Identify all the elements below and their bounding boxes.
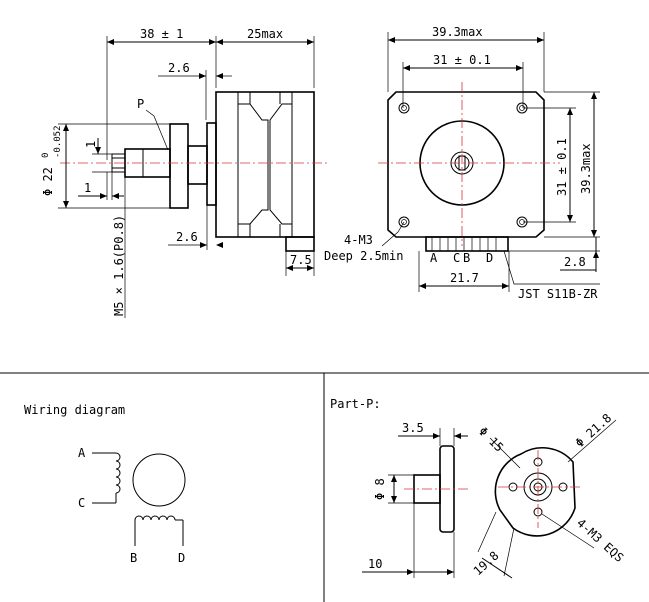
pin-b: B bbox=[463, 251, 470, 265]
dim-hole-spacing-vertical: 31 ± 0.1 bbox=[555, 138, 569, 196]
label-part-p: P bbox=[137, 97, 144, 111]
part-p-flat-width: 19.8 bbox=[471, 548, 502, 578]
part-p-width: 3.5 bbox=[402, 421, 424, 435]
wiring-title: Wiring diagram bbox=[24, 403, 125, 417]
dim-boss-diameter: Φ 22 bbox=[41, 167, 55, 196]
dim-tol-upper: 0 bbox=[41, 153, 51, 158]
dim-one-horizontal: 1 bbox=[84, 181, 91, 195]
label-screw-depth: Deep 2.5min bbox=[324, 249, 403, 263]
front-view: 39.3max 31 ± 0.1 31 ± 0.1 bbox=[324, 25, 600, 301]
dim-connector-length: 21.7 bbox=[450, 271, 479, 285]
pin-a: A bbox=[430, 251, 438, 265]
wire-label-a: A bbox=[78, 446, 86, 460]
part-p-length: 10 bbox=[368, 557, 382, 571]
part-p-title: Part-P: bbox=[330, 397, 381, 411]
dim-flange-thickness: 2.6 bbox=[168, 61, 190, 75]
label-screw-size: 4-M3 bbox=[344, 233, 373, 247]
wire-label-c: C bbox=[78, 496, 85, 510]
dim-connector-depth: 2.8 bbox=[564, 255, 586, 269]
dim-hole-spacing: 31 ± 0.1 bbox=[433, 53, 491, 67]
part-p-detail: Part-P: 3.5 Φ 8 10 bbox=[330, 397, 626, 579]
dim-overall-height: 39.3max bbox=[579, 143, 593, 194]
part-p-diameter: Φ 8 bbox=[373, 478, 387, 500]
wire-label-b: B bbox=[130, 551, 137, 565]
side-view: 38 ± 1 25max 2.6 bbox=[41, 27, 330, 318]
label-connector-type: JST S11B-ZR bbox=[518, 287, 598, 301]
dim-overall-width: 39.3max bbox=[432, 25, 483, 39]
dim-body-length: 25max bbox=[247, 27, 283, 41]
pin-c: C bbox=[453, 251, 460, 265]
dim-flange-thickness-bottom: 2.6 bbox=[176, 230, 198, 244]
dim-length: 38 ± 1 bbox=[140, 27, 183, 41]
dim-tol-lower: -0.052 bbox=[53, 125, 63, 158]
pin-d: D bbox=[486, 251, 493, 265]
wire-label-d: D bbox=[178, 551, 185, 565]
dim-connector-width: 7.5 bbox=[290, 253, 312, 267]
dim-thread: M5 × 1.6(P0.8) bbox=[112, 215, 126, 316]
wiring-diagram: Wiring diagram A C B D bbox=[24, 403, 186, 565]
part-p-outer-diameter: Φ 21.8 bbox=[573, 411, 615, 450]
dim-one-vertical: 1 bbox=[84, 141, 98, 148]
